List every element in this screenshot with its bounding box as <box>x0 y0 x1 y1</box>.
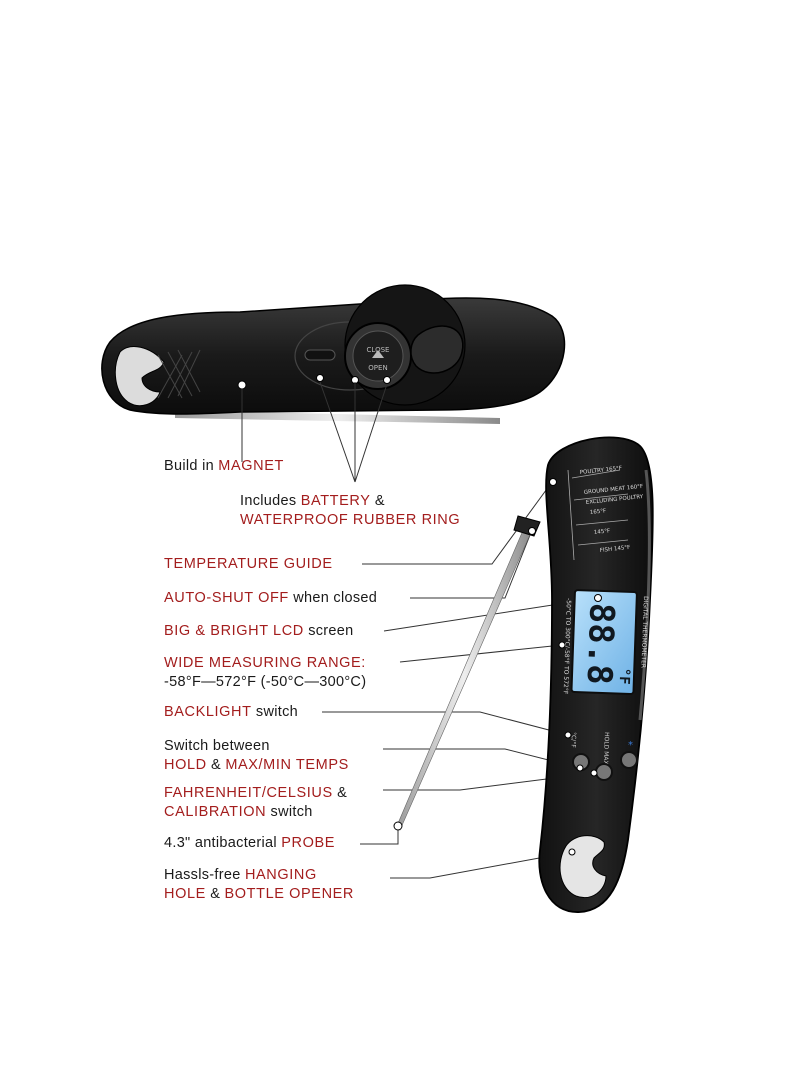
callout-hanging-mid: & <box>205 886 225 902</box>
battery-dot-3 <box>383 376 391 384</box>
hanging-dot <box>568 848 576 856</box>
callout-probe: 4.3" antibacterial PROBE <box>164 834 335 853</box>
callout-magnet-red: MAGNET <box>218 458 284 474</box>
callout-battery-post: & <box>370 493 385 509</box>
callout-range: WIDE MEASURING RANGE: -58°F—572°F (-50°C… <box>164 654 366 692</box>
callout-fc-red2: CALIBRATION <box>164 804 267 820</box>
svg-text:145°F: 145°F <box>594 528 611 536</box>
probe-hinge <box>513 515 541 537</box>
magnet-dot <box>237 380 247 390</box>
callout-lcd-red: BIG & BRIGHT LCD <box>164 623 304 639</box>
callout-hold-line1: Switch between <box>164 738 270 754</box>
callout-autooff: AUTO-SHUT OFF when closed <box>164 589 377 608</box>
probe-dot <box>393 821 403 831</box>
hold-button[interactable] <box>595 763 613 781</box>
unit-button-label: °C/°F <box>569 732 577 748</box>
callout-hold-mid: & <box>206 757 226 773</box>
callout-guide: TEMPERATURE GUIDE <box>164 555 333 574</box>
autooff-dot <box>528 527 536 535</box>
brand-print: DIGITAL THERMOMETER <box>639 596 649 668</box>
callout-battery-pre: Includes <box>240 493 301 509</box>
mode-button-label: HOLD MAX MIN <box>601 732 610 778</box>
callout-probe-red: PROBE <box>281 835 336 851</box>
lcd-reading: 88.8 <box>579 602 622 685</box>
backlight-dot <box>564 731 572 739</box>
temperature-guide <box>567 469 629 561</box>
callout-lcd: BIG & BRIGHT LCD screen <box>164 622 354 641</box>
callout-magnet-pre: Build in <box>164 458 219 474</box>
magnet-slot <box>304 349 336 361</box>
probe <box>395 527 533 831</box>
callout-lcd-post: screen <box>303 623 354 639</box>
bluetooth-icon: * <box>628 740 633 751</box>
callout-autooff-red: AUTO-SHUT OFF <box>164 590 289 606</box>
battery-dot-1 <box>316 374 324 382</box>
callout-fc-post: & <box>332 785 348 801</box>
callout-guide-red: TEMPERATURE GUIDE <box>164 556 333 572</box>
range-dot <box>558 641 566 649</box>
callout-backlight-post: switch <box>251 704 299 720</box>
callout-hold-red2: MAX/MIN TEMPS <box>225 757 349 773</box>
callout-range-line2: -58°F—572°F (-50°C—300°C) <box>164 674 367 690</box>
callout-range-red: WIDE MEASURING RANGE: <box>164 655 366 671</box>
svg-text:OPEN: OPEN <box>368 364 387 372</box>
range-print: -50°C TO 300°C/-58°F TO 572°F <box>562 598 572 695</box>
callout-hanging-red: HANGING <box>244 867 317 883</box>
hold-dot <box>576 764 584 772</box>
mode-button[interactable] <box>620 751 638 769</box>
callout-fc: FAHRENHEIT/CELSIUS & CALIBRATION switch <box>164 784 347 822</box>
guide-dot <box>549 478 557 486</box>
callout-battery: Includes BATTERY & WATERPROOF RUBBER RIN… <box>240 492 460 530</box>
grip-texture <box>157 349 201 399</box>
svg-text:FISH 145°F: FISH 145°F <box>600 545 631 554</box>
folded-probe <box>175 410 500 424</box>
fc-dot <box>590 769 598 777</box>
closed-thermometer: CLOSE OPEN <box>101 284 566 424</box>
callout-hanging: Hassls-free HANGING HOLE & BOTTLE OPENER <box>164 866 354 904</box>
callout-fc-red: FAHRENHEIT/CELSIUS <box>164 785 333 801</box>
callout-hanging-pre: Hassls-free <box>164 867 245 883</box>
callout-probe-pre: 4.3" antibacterial <box>164 835 282 851</box>
callout-autooff-post: when closed <box>288 590 378 606</box>
open-thermometer: POULTRY 165°F GROUND MEAT 160°F EXCLUDIN… <box>393 436 654 913</box>
lcd-screen: 88.8 °F <box>570 589 638 695</box>
callout-backlight: BACKLIGHT switch <box>164 703 298 722</box>
lcd-dot <box>594 594 602 602</box>
callout-hold-red1: HOLD <box>164 757 207 773</box>
callout-battery-red: BATTERY <box>300 493 371 509</box>
callout-magnet: Build in MAGNET <box>164 457 284 476</box>
rubber-ring <box>410 325 464 374</box>
lcd-unit: °F <box>616 667 633 684</box>
svg-text:165°F: 165°F <box>590 508 607 516</box>
callout-backlight-red: BACKLIGHT <box>164 704 252 720</box>
callout-hanging-red3: BOTTLE OPENER <box>224 886 354 902</box>
svg-text:POULTRY 165°F: POULTRY 165°F <box>580 466 623 476</box>
callout-hanging-red2: HOLE <box>164 886 206 902</box>
callout-fc-post2: switch <box>266 804 313 820</box>
callout-hold: Switch between HOLD & MAX/MIN TEMPS <box>164 737 349 775</box>
callout-battery-line2: WATERPROOF RUBBER RING <box>240 512 461 528</box>
